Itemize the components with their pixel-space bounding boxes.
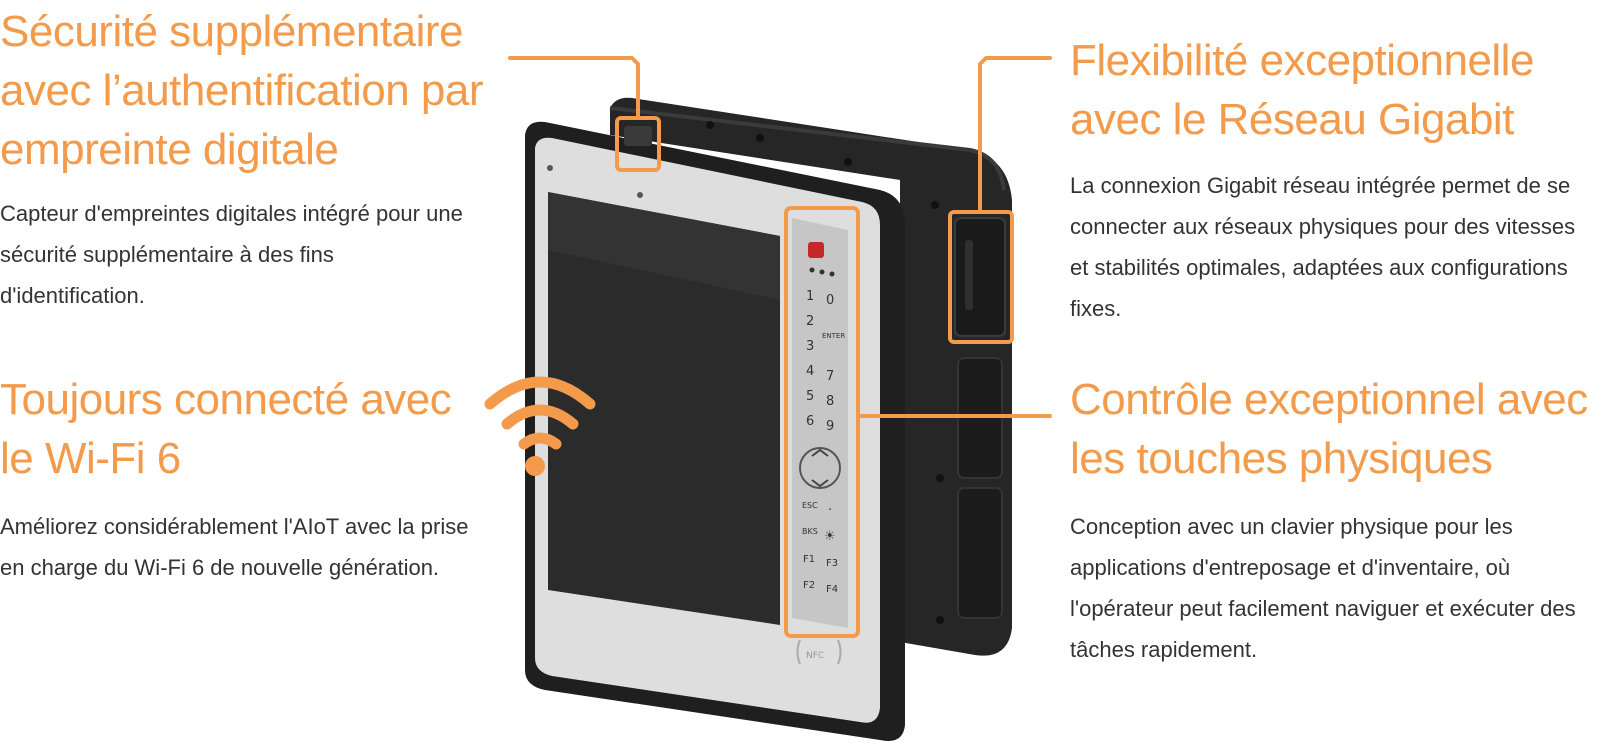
feature-wifi: Toujours connecté avec le Wi-Fi 6 Amélio… bbox=[0, 370, 470, 588]
feature-fingerprint: Sécurité supplémentaire avec l’authentif… bbox=[0, 2, 530, 316]
tablet-back-body bbox=[610, 97, 1012, 656]
feature-wifi-body: Améliorez considérablement l'AIoT avec l… bbox=[0, 514, 469, 580]
key-f3: F3 bbox=[826, 558, 838, 569]
key-bks: BKS bbox=[802, 527, 818, 536]
key-9: 9 bbox=[826, 419, 834, 434]
feature-gigabit-title: Flexibilité exceptionnelle avec le Résea… bbox=[1070, 36, 1534, 144]
keypad-panel bbox=[792, 218, 848, 628]
key-f4: F4 bbox=[826, 584, 838, 595]
feature-gigabit: Flexibilité exceptionnelle avec le Résea… bbox=[1070, 31, 1615, 329]
feature-gigabit-body: La connexion Gigabit réseau intégrée per… bbox=[1070, 173, 1576, 321]
key-dot: . bbox=[828, 499, 832, 514]
key-7: 7 bbox=[826, 369, 834, 384]
key-6: 6 bbox=[806, 414, 814, 429]
key-8: 8 bbox=[826, 394, 834, 409]
ethernet-port-cover bbox=[954, 217, 1006, 337]
key-brightness: ☀ bbox=[824, 529, 836, 544]
key-2: 2 bbox=[806, 314, 814, 329]
key-0: 0 bbox=[826, 293, 834, 308]
key-f2: F2 bbox=[803, 580, 815, 591]
key-1: 1 bbox=[806, 289, 814, 304]
key-3: 3 bbox=[806, 339, 814, 354]
wifi-icon bbox=[484, 376, 596, 450]
nfc-icon bbox=[796, 639, 842, 665]
dpad-icon bbox=[799, 447, 841, 489]
feature-keys-body: Conception avec un clavier physique pour… bbox=[1070, 514, 1576, 662]
tablet-screen bbox=[548, 192, 780, 625]
key-enter: ENTER bbox=[822, 332, 845, 340]
fingerprint-connector-line bbox=[508, 56, 640, 120]
feature-wifi-title: Toujours connecté avec le Wi-Fi 6 bbox=[0, 375, 452, 483]
key-5: 5 bbox=[806, 389, 814, 404]
feature-physical-keys: Contrôle exceptionnel avec les touches p… bbox=[1070, 370, 1615, 670]
key-esc: ESC bbox=[802, 501, 818, 510]
fingerprint-sensor bbox=[624, 126, 652, 146]
power-key bbox=[808, 242, 824, 258]
key-f1: F1 bbox=[803, 554, 815, 565]
feature-keys-title: Contrôle exceptionnel avec les touches p… bbox=[1070, 375, 1588, 483]
feature-fingerprint-body: Capteur d'empreintes digitales intégré p… bbox=[0, 201, 463, 308]
ethernet-connector-line bbox=[978, 56, 1052, 214]
key-4: 4 bbox=[806, 364, 814, 379]
keypad-highlight bbox=[784, 206, 860, 638]
feature-fingerprint-title: Sécurité supplémentaire avec l’authentif… bbox=[0, 7, 484, 174]
nfc-label: NFC bbox=[806, 651, 824, 661]
